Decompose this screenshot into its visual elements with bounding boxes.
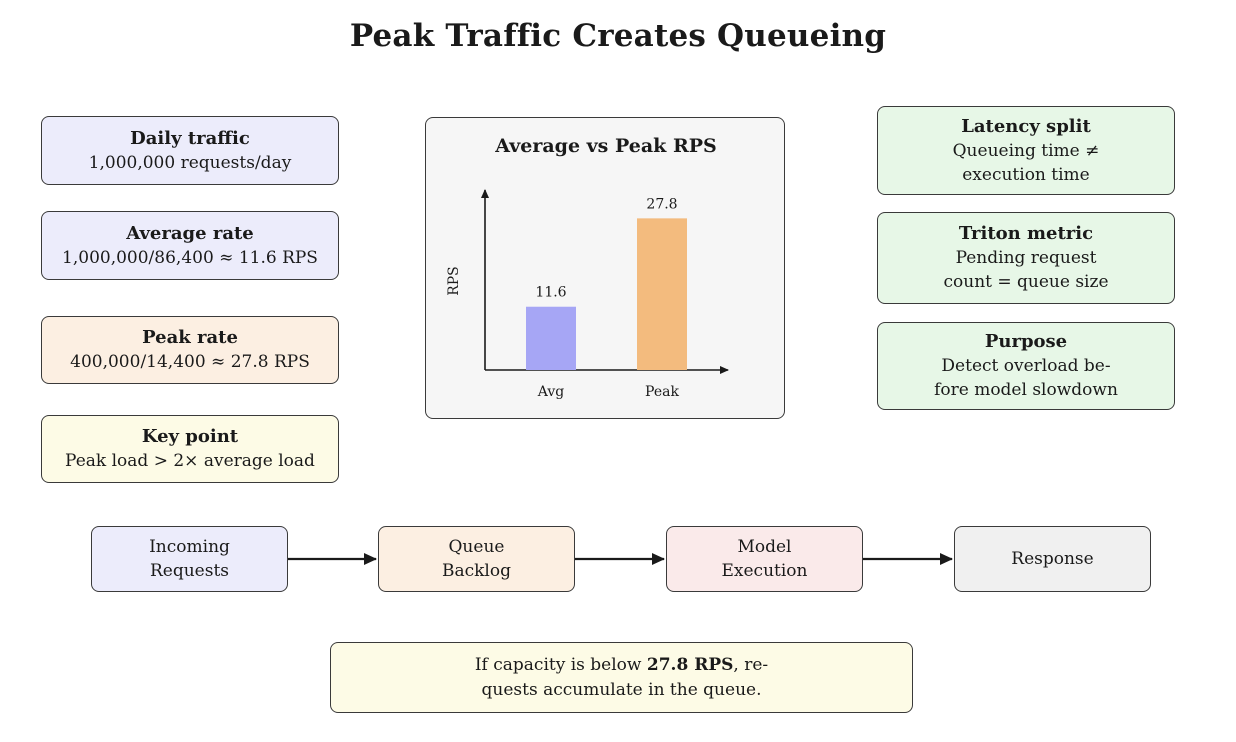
key-point-card: Key point Peak load > 2× average load [41, 415, 339, 483]
peak-rate-card: Peak rate 400,000/14,400 ≈ 27.8 RPS [41, 316, 339, 384]
flow-response: Response [954, 526, 1151, 592]
capacity-note: If capacity is below 27.8 RPS, re- quest… [330, 642, 913, 713]
key-point-value: Peak load > 2× average load [65, 451, 315, 471]
daily-traffic-value: 1,000,000 requests/day [88, 152, 292, 173]
purpose-line1: Detect overload be- [941, 356, 1111, 376]
note-text-bold: 27.8 RPS [646, 654, 734, 675]
daily-traffic-card: Daily traffic 1,000,000 requests/day [41, 116, 339, 185]
flow-response-line1: Response [1011, 549, 1094, 569]
latency-split-line2: execution time [962, 164, 1090, 185]
note-text-line2: quests accumulate in the queue. [481, 679, 762, 700]
key-point-heading: Key point [141, 426, 239, 447]
flow-model-line2: Execution [721, 561, 808, 581]
x-tick-label-peak: Peak [645, 384, 679, 400]
average-rate-card: Average rate 1,000,000/86,400 ≈ 11.6 RPS [41, 211, 339, 280]
purpose-heading: Purpose [984, 331, 1068, 352]
note-text-post: , re- [733, 654, 769, 675]
triton-metric-line2: count = queue size [943, 272, 1109, 292]
bar-value-label-peak: 27.8 [646, 196, 677, 212]
latency-split-heading: Latency split [961, 115, 1091, 137]
chart-title: Average vs Peak RPS [494, 135, 717, 157]
bar-value-label-avg: 11.6 [535, 285, 566, 301]
triton-metric-heading: Triton metric [958, 223, 1094, 244]
average-rate-heading: Average rate [126, 222, 254, 244]
triton-metric-card: Triton metric Pending request count = qu… [877, 212, 1175, 304]
page-title: Peak Traffic Creates Queueing [349, 18, 887, 54]
bar-avg [526, 306, 576, 370]
triton-metric-line1: Pending request [955, 248, 1097, 268]
flow-incoming-line1: Incoming [149, 537, 230, 557]
average-rate-value: 1,000,000/86,400 ≈ 11.6 RPS [62, 247, 318, 268]
x-tick-label-avg: Avg [537, 384, 564, 400]
chart-y-axis-label: RPS [446, 266, 462, 296]
purpose-card: Purpose Detect overload be- fore model s… [877, 322, 1175, 410]
latency-split-line1: Queueing time ≠ [952, 140, 1100, 161]
flow-incoming-line2: Requests [149, 561, 230, 581]
note-text-pre: If capacity is below [474, 654, 647, 675]
flow-queue-line2: Backlog [441, 561, 511, 581]
bar-peak [637, 218, 687, 370]
flow-model-line1: Model [737, 537, 792, 557]
peak-rate-heading: Peak rate [142, 327, 238, 348]
purpose-line2: fore model slowdown [934, 380, 1118, 400]
latency-split-card: Latency split Queueing time ≠ execution … [877, 106, 1175, 195]
daily-traffic-heading: Daily traffic [130, 127, 250, 149]
peak-rate-value: 400,000/14,400 ≈ 27.8 RPS [70, 352, 310, 372]
flow-queue-line1: Queue [448, 537, 505, 557]
